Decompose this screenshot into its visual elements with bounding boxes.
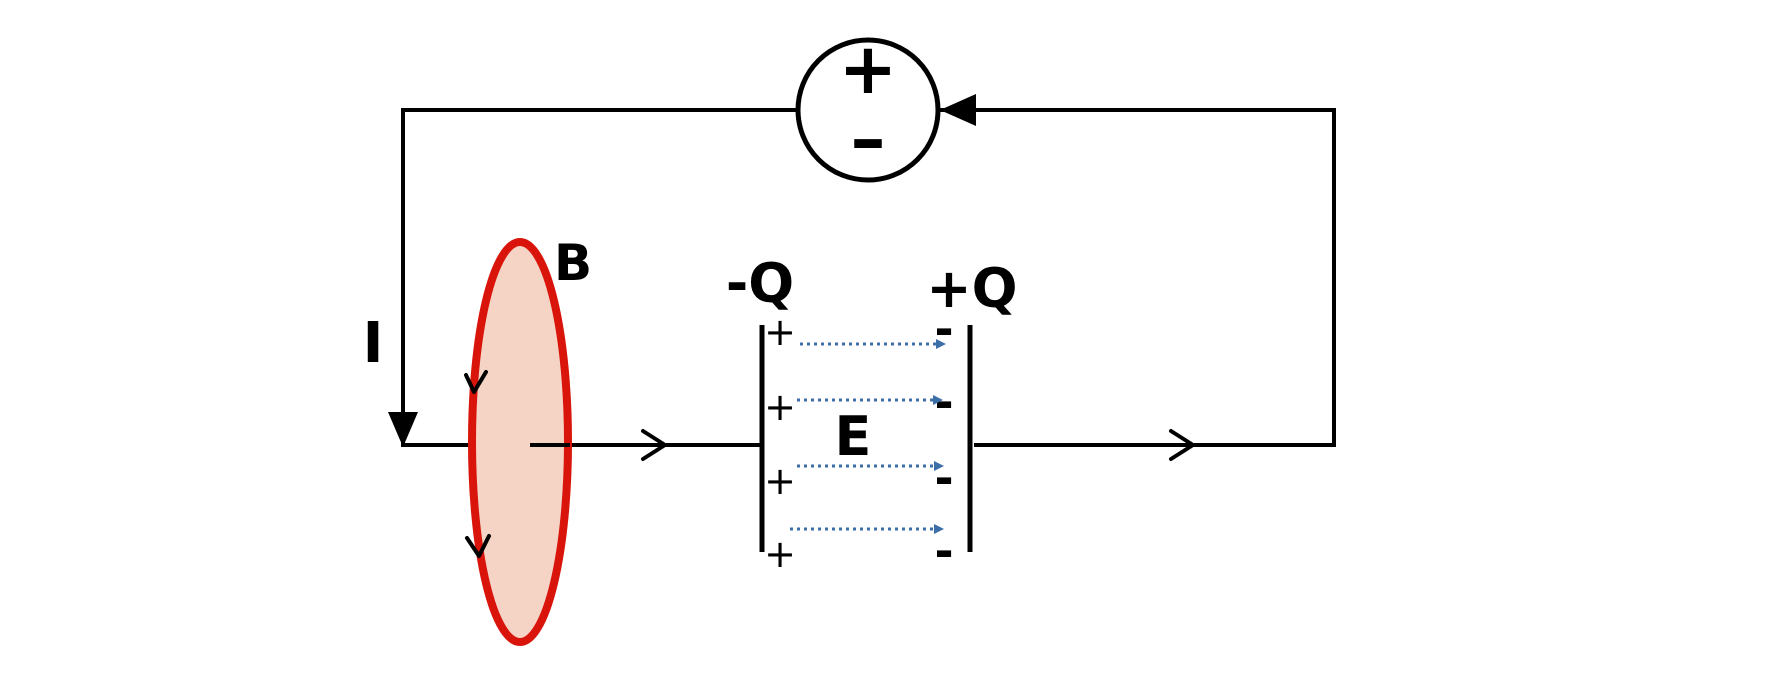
current-chevron-2 xyxy=(1169,429,1195,461)
left-plate-sign: + xyxy=(764,532,796,576)
right-plate-sign: - xyxy=(934,302,953,356)
source-plus-sign: + xyxy=(839,28,898,110)
current-arrow-top xyxy=(940,94,976,126)
right-plate-sign: - xyxy=(934,451,953,505)
current-arrow-left xyxy=(388,412,418,447)
left-plate-charge-label: -Q xyxy=(726,252,794,315)
right-plate-sign: - xyxy=(934,375,953,429)
source-minus-sign: – xyxy=(851,98,886,180)
right-plate-charge-label: +Q xyxy=(926,257,1017,320)
left-plate-sign: + xyxy=(764,459,796,503)
magnetic-field-label: B xyxy=(554,234,592,292)
magnetic-field-loop xyxy=(464,238,572,646)
loop-chevron-lower xyxy=(465,534,491,558)
left-plate-sign: + xyxy=(764,310,796,354)
left-plate-sign: + xyxy=(764,385,796,429)
current-chevron-1 xyxy=(641,429,667,461)
circuit-wire xyxy=(401,108,1336,447)
right-plate-sign: - xyxy=(934,524,953,578)
electric-field-label: E xyxy=(835,405,872,468)
loop-chevron-upper xyxy=(464,370,488,394)
current-label: I xyxy=(363,311,384,376)
voltage-source: + – xyxy=(795,28,941,183)
